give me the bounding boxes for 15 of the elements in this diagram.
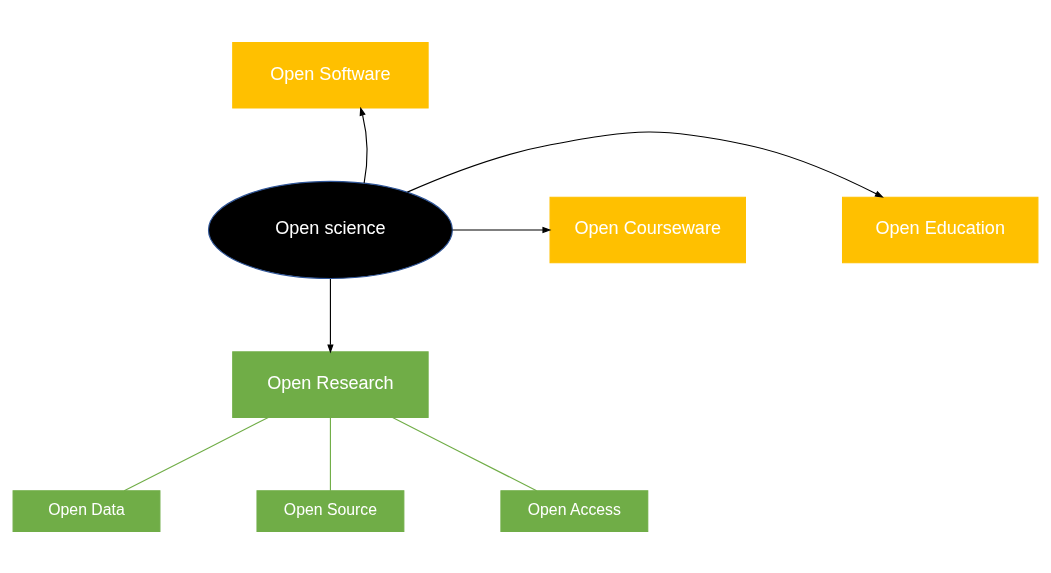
- arrow: [359, 106, 368, 184]
- arrow: [327, 277, 334, 353]
- connector: [329, 416, 331, 491]
- node-box: Open Courseware: [549, 196, 746, 263]
- node-box: Open Research: [232, 350, 429, 418]
- node-box: Open Source: [256, 489, 405, 532]
- node-box: Open Access: [500, 489, 649, 532]
- node-ellipse: Open science: [207, 180, 453, 279]
- node-box: Open Education: [841, 196, 1039, 263]
- arrow: [451, 226, 552, 233]
- connector: [392, 416, 538, 491]
- node-box: Open Data: [12, 489, 161, 532]
- connector: [123, 416, 269, 491]
- node-box: Open Software: [232, 41, 429, 109]
- arrow: [406, 131, 884, 198]
